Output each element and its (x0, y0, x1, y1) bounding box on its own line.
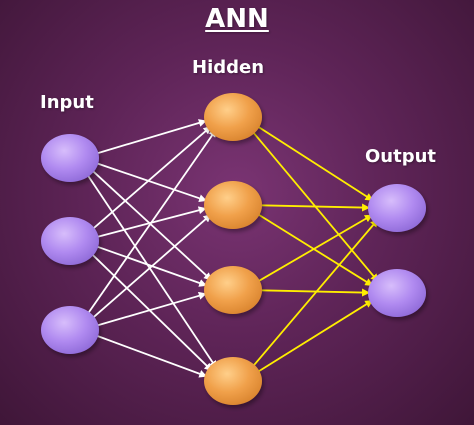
edge-input-2-to-hidden-1 (90, 126, 212, 231)
edge-input-1-to-hidden-4 (85, 172, 218, 369)
edge-input-1-to-hidden-2 (95, 162, 208, 203)
edge-input-3-to-hidden-4 (95, 334, 208, 378)
edge-input-3-to-hidden-1 (85, 128, 217, 317)
output-node-2 (368, 269, 426, 317)
neurons (41, 93, 426, 405)
connections (85, 119, 379, 378)
hidden-node-2 (204, 181, 262, 229)
edge-input-2-to-hidden-4 (89, 252, 213, 372)
edge-input-1-to-hidden-1 (95, 119, 207, 155)
hidden-node-4 (204, 357, 262, 405)
edge-hidden-4-to-output-1 (250, 218, 379, 369)
input-node-1 (41, 134, 99, 182)
input-layer-label: Input (40, 92, 94, 113)
edge-hidden-3-to-output-1 (256, 214, 373, 283)
input-node-3 (41, 306, 99, 354)
edge-hidden-3-to-output-2 (259, 288, 371, 297)
hidden-node-1 (204, 93, 262, 141)
input-node-2 (41, 217, 99, 265)
edge-hidden-1-to-output-1 (256, 124, 374, 201)
hidden-node-3 (204, 266, 262, 314)
output-layer-label: Output (365, 146, 437, 167)
edge-input-1-to-hidden-3 (90, 168, 212, 281)
edge-hidden-4-to-output-2 (256, 299, 374, 374)
edge-input-3-to-hidden-2 (90, 214, 212, 320)
edge-input-3-to-hidden-3 (95, 291, 207, 327)
output-node-1 (368, 184, 426, 232)
edge-hidden-2-to-output-1 (259, 203, 371, 212)
hidden-layer-label: Hidden (192, 57, 265, 78)
diagram-title: ANN (205, 4, 269, 34)
